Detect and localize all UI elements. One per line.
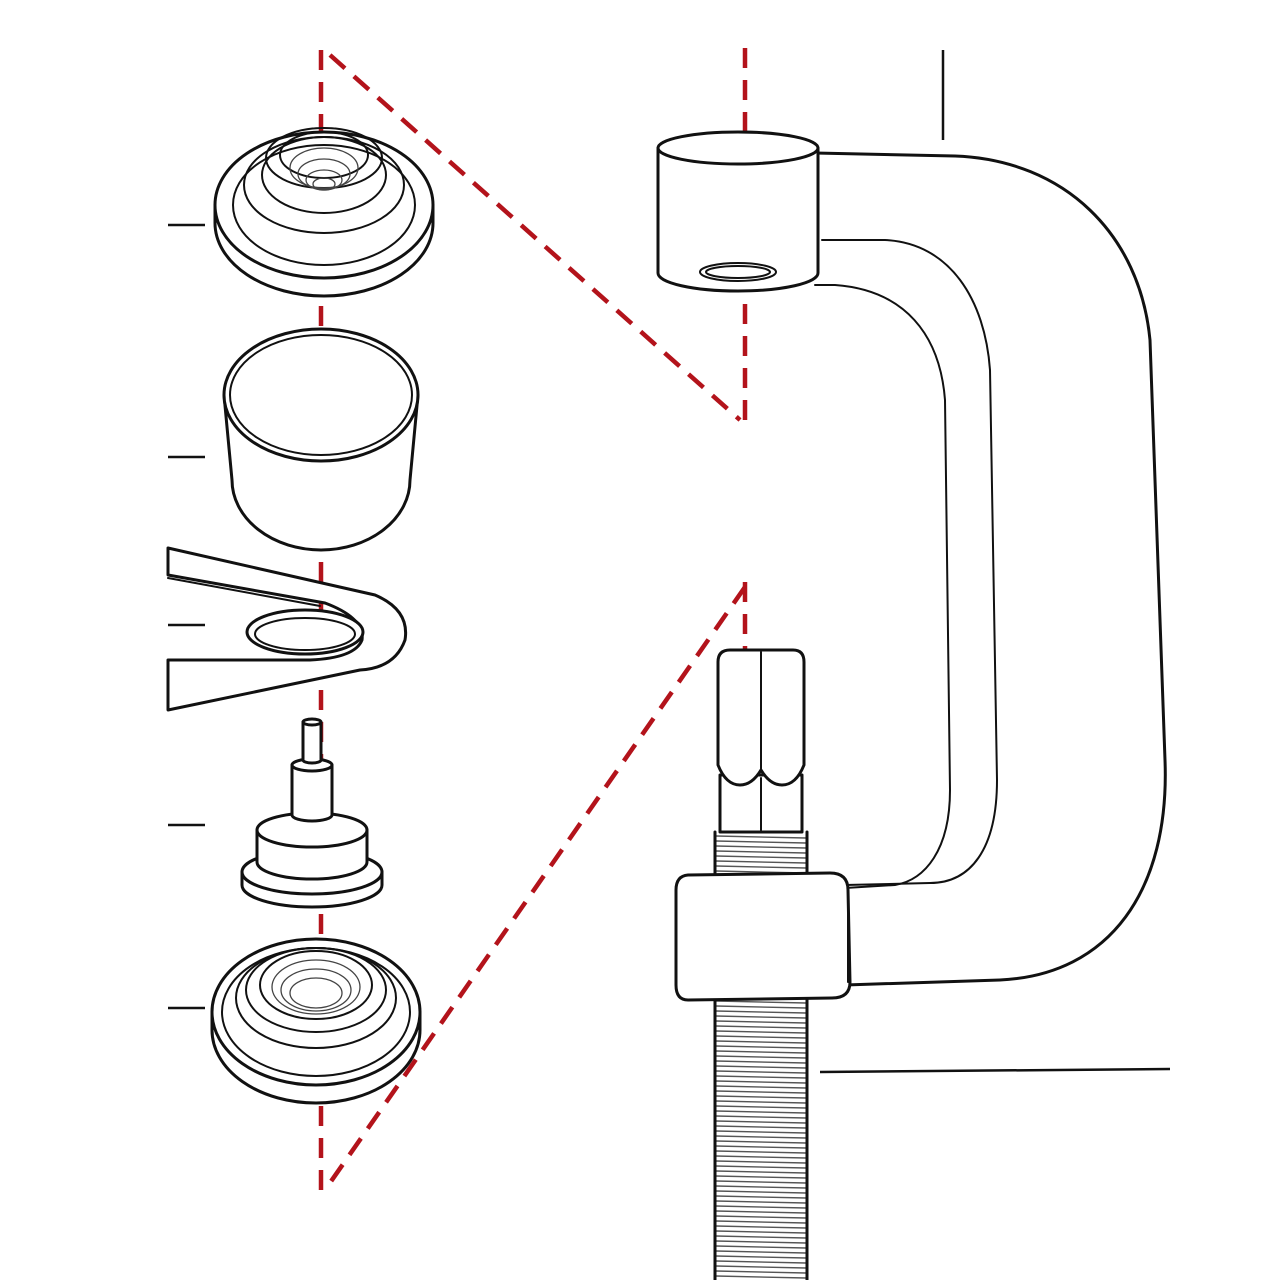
connector-bottom-line [323, 585, 747, 1192]
callout-leaders [168, 50, 1171, 1074]
axis-lines [318, 48, 748, 1195]
leader-screw [819, 1067, 1171, 1074]
frame-inner-contour [821, 239, 998, 886]
lower-nut-block [674, 871, 852, 1002]
top-adapter-cup [213, 127, 435, 298]
frame-inner-edge [814, 284, 951, 889]
connector-top-line [328, 53, 742, 422]
top-boss [656, 130, 820, 293]
frame-outer-edge [813, 151, 1167, 987]
c-frame-press [656, 130, 1167, 1280]
pressing-sleeve [222, 327, 420, 552]
ball-joint [240, 717, 384, 909]
control-arm [166, 546, 408, 712]
bottom-adapter-cup [210, 937, 422, 1105]
